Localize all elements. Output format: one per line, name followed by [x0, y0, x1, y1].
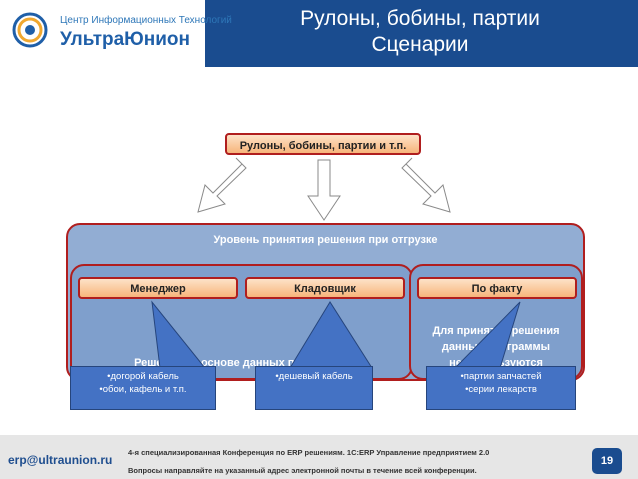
callout-pointer-3: [453, 301, 521, 369]
footer: [0, 435, 638, 479]
role-storekeeper: Кладовщик: [245, 277, 405, 299]
callout-manager: •догорой кабель •обои, кафель и т.п.: [70, 366, 216, 410]
logo-name: УльтраЮнион: [60, 29, 191, 50]
callout-pointer-1: [151, 300, 207, 369]
logo: Центр Информационных Технологий УльтраЮн…: [0, 0, 232, 67]
callout-pointer-2: [289, 301, 373, 369]
logo-subtitle: Центр Информационных Технологий: [60, 15, 232, 26]
footer-email: erp@ultraunion.ru: [8, 453, 113, 467]
arrow-right: [401, 157, 451, 213]
role-manager: Менеджер: [78, 277, 238, 299]
page-number: 19: [592, 448, 622, 474]
footer-conference: 4-я специализированная Конференция по ER…: [128, 448, 490, 457]
logo-icon: [12, 12, 48, 48]
title-line-2: Сценарии: [371, 33, 469, 56]
footer-note: Вопросы направляйте на указанный адрес э…: [128, 466, 477, 475]
decision-level-title: Уровень принятия решения при отгрузке: [213, 234, 438, 246]
callout-actual: •партии запчастей •серии лекарств: [426, 366, 576, 410]
role-actual: По факту: [417, 277, 577, 299]
arrow-left: [197, 157, 247, 213]
top-box: Рулоны, бобины, партии и т.п.: [225, 133, 421, 155]
page-title: Рулоны, бобины, партии Сценарии: [250, 6, 590, 58]
arrow-center: [307, 159, 341, 221]
title-line-1: Рулоны, бобины, партии: [300, 7, 540, 30]
callout-storekeeper: •дешевый кабель: [255, 366, 373, 410]
